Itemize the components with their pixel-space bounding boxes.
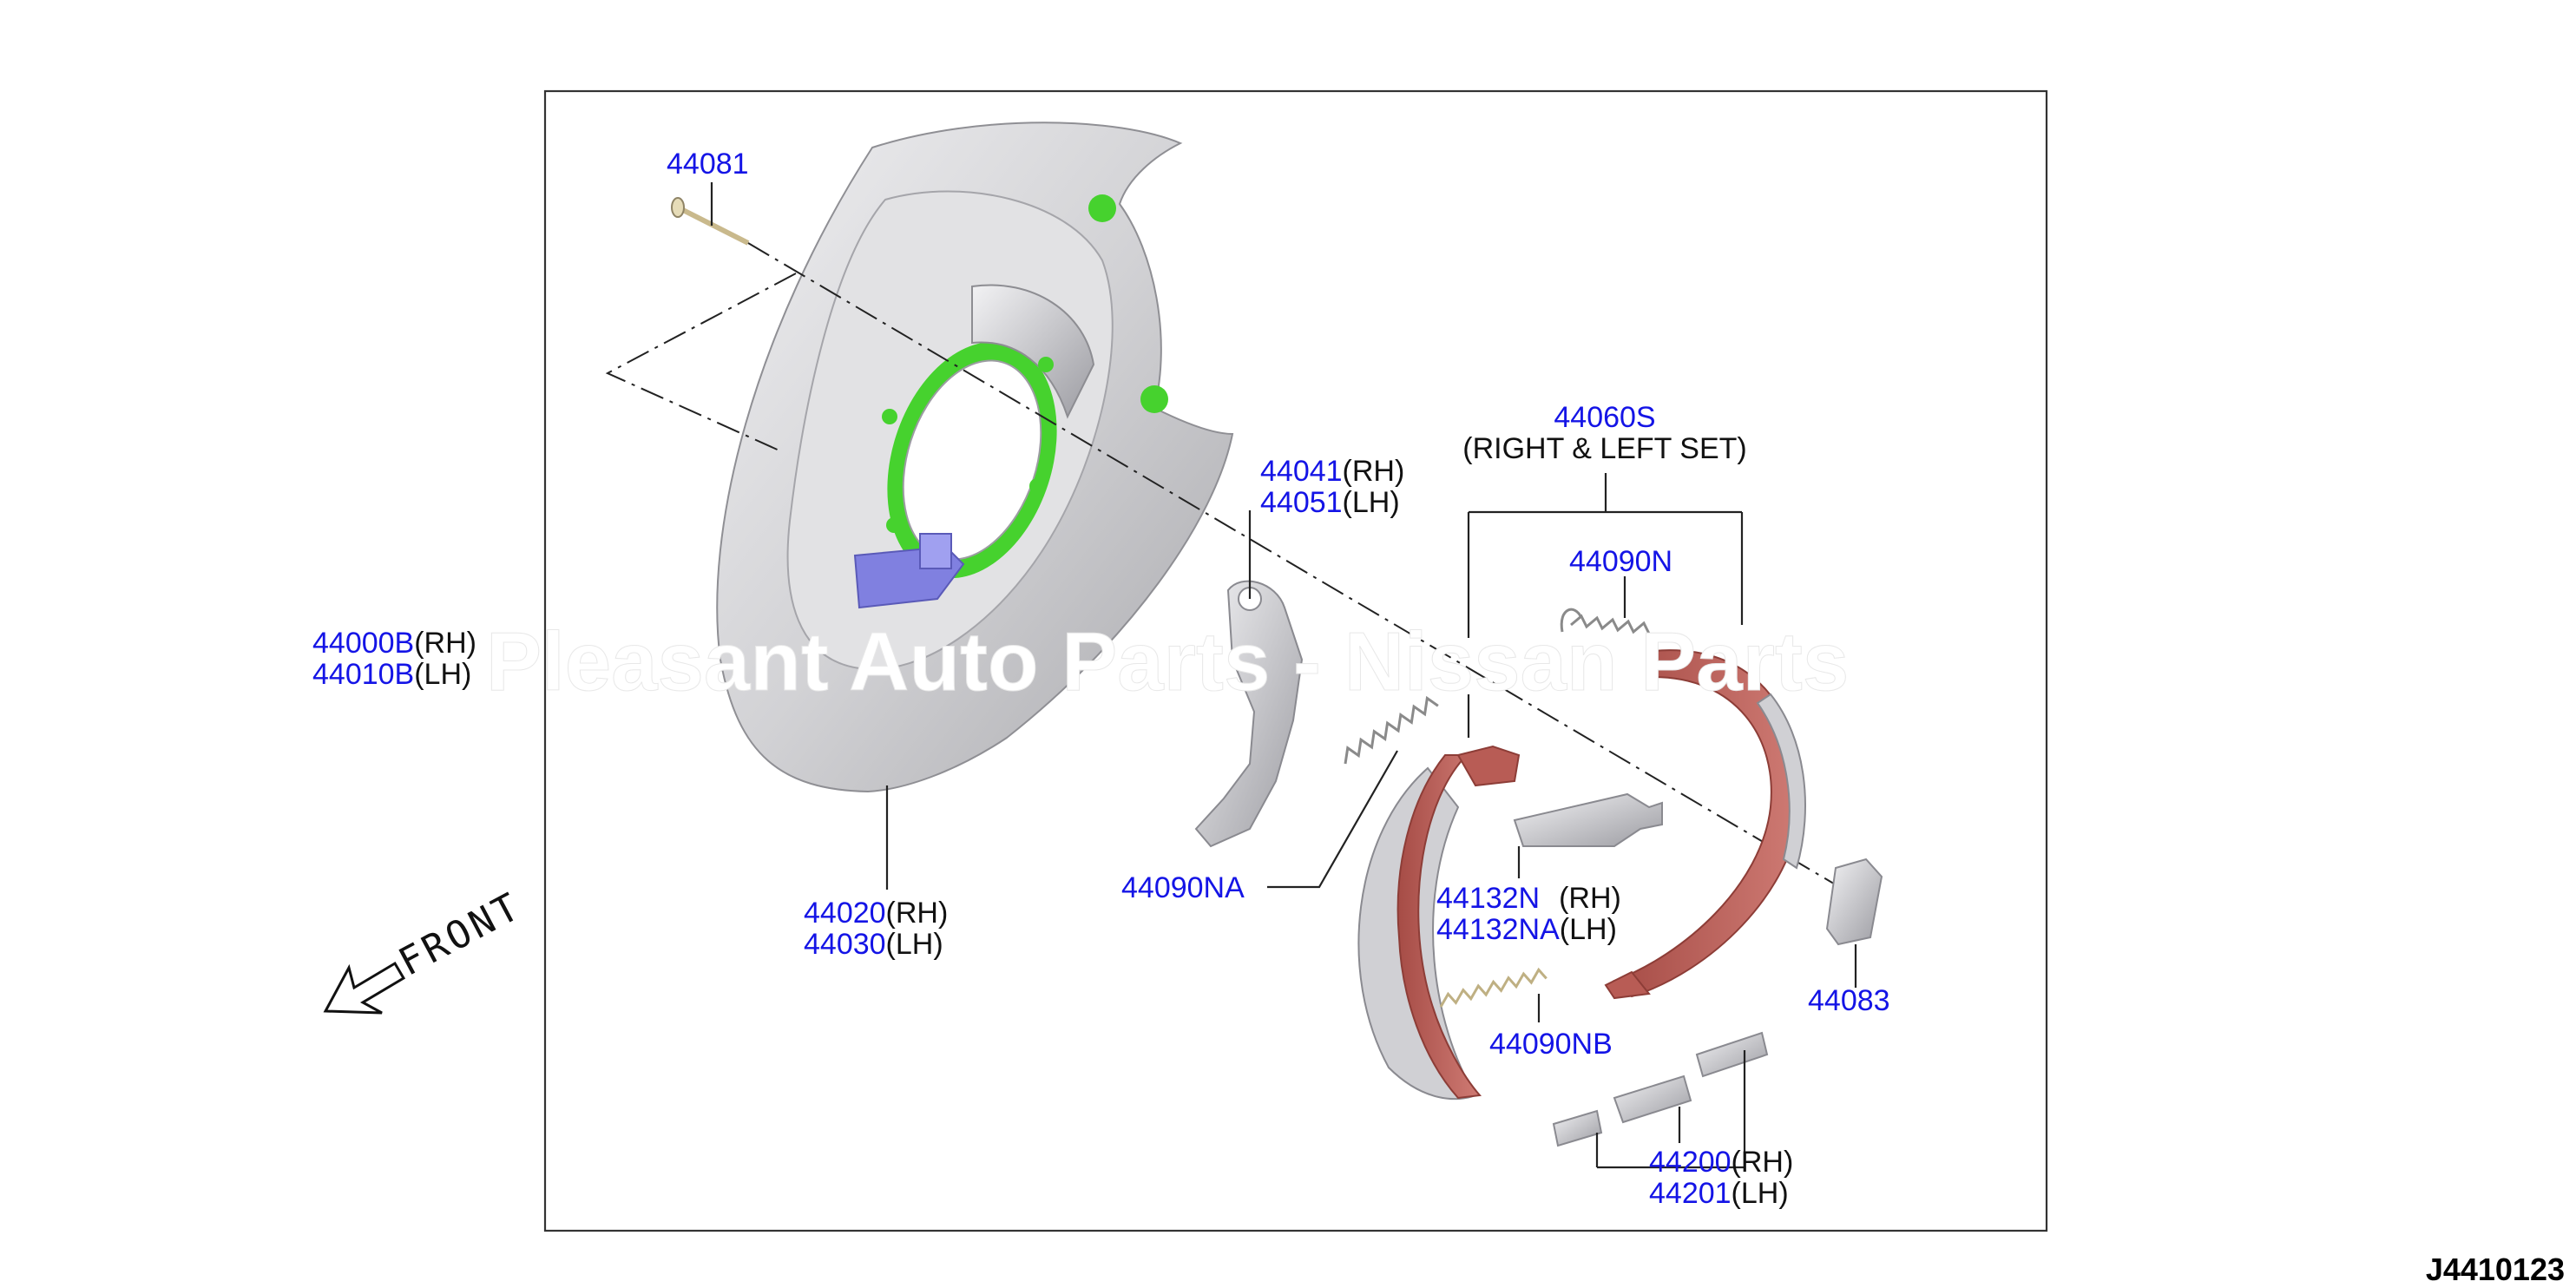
- label-44060s-note: (RIGHT & LEFT SET): [1462, 432, 1746, 465]
- label-44132n[interactable]: 44132N(RH): [1436, 882, 1621, 915]
- assembly-axis-branch: [605, 273, 797, 452]
- spring-hook-icon: [1560, 608, 1583, 633]
- leader-44200: [1595, 1050, 1746, 1169]
- front-arrow-icon: [323, 961, 406, 1015]
- return-spring-n: [1570, 614, 1651, 634]
- watermark: Pleasant Auto Parts - Nissan Parts: [486, 615, 1849, 708]
- brake-shoe-left: [1357, 745, 1521, 1101]
- label-44041[interactable]: 44041(RH): [1260, 455, 1404, 488]
- label-44060s[interactable]: 44060S: [1554, 401, 1655, 434]
- label-44030[interactable]: 44030(LH): [804, 928, 943, 961]
- label-44090n[interactable]: 44090N: [1569, 545, 1672, 578]
- label-44200[interactable]: 44200(RH): [1649, 1146, 1793, 1179]
- label-44081[interactable]: 44081: [667, 148, 749, 181]
- brake-shoe-right: [1604, 649, 1806, 1000]
- diagram-frame: [543, 89, 2048, 1232]
- leader-44090na: [1267, 750, 1398, 889]
- label-44201[interactable]: 44201(LH): [1649, 1177, 1789, 1210]
- diagram-code: J4410123: [2426, 1252, 2565, 1287]
- label-44010b[interactable]: 44010B(LH): [312, 658, 471, 691]
- label-44090nb[interactable]: 44090NB: [1489, 1028, 1613, 1061]
- retainer-clip: [1825, 858, 1883, 946]
- backing-plate: [716, 122, 1234, 793]
- label-44090na[interactable]: 44090NA: [1121, 871, 1245, 904]
- label-44000b[interactable]: 44000B(RH): [312, 627, 476, 660]
- assembly-axis-line: [747, 242, 1867, 904]
- label-44083[interactable]: 44083: [1808, 984, 1890, 1017]
- label-44132na[interactable]: 44132NA(LH): [1436, 913, 1617, 946]
- adjuster-strut: [1513, 792, 1663, 847]
- label-44020[interactable]: 44020(RH): [804, 897, 948, 930]
- adjuster-assembly: [1552, 1031, 1769, 1147]
- return-spring-na: [1344, 695, 1439, 765]
- bolt-part: [671, 197, 750, 246]
- front-indicator: FRONT: [323, 884, 529, 1015]
- leader-44060s: [1467, 473, 1744, 738]
- return-spring-nb: [1439, 967, 1548, 1008]
- front-label: FRONT: [391, 884, 529, 985]
- label-44051[interactable]: 44051(LH): [1260, 486, 1400, 519]
